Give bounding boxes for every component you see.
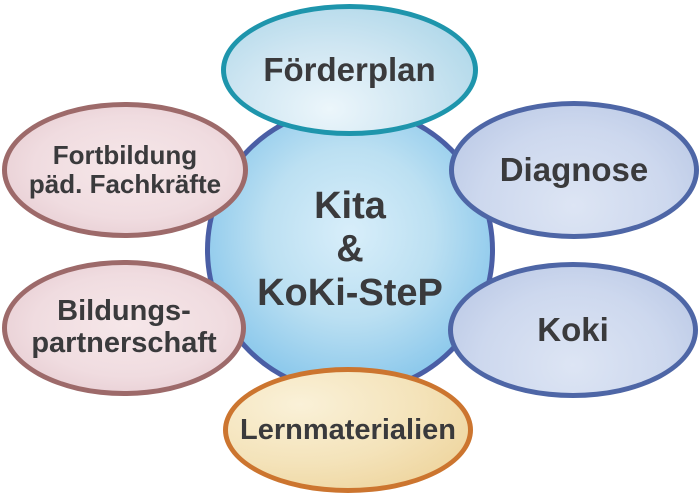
node-foerderplan: Förderplan	[221, 4, 478, 136]
node-lernmaterialien: Lernmaterialien	[223, 367, 473, 493]
node-bildungspartnerschaft: Bildungs- partnerschaft	[2, 260, 246, 396]
center-node-kita-koki-step: Kita & KoKi-SteP	[205, 105, 495, 395]
node-bildungspartnerschaft-label: Bildungs- partnerschaft	[31, 295, 217, 359]
node-diagnose-label: Diagnose	[499, 151, 649, 188]
node-fortbildung-paed-fachkraefte: Fortbildung päd. Fachkräfte	[2, 102, 248, 238]
center-node-label: Kita & KoKi-SteP	[257, 185, 443, 314]
node-lernmaterialien-label: Lernmaterialien	[240, 413, 456, 446]
node-foerderplan-label: Förderplan	[263, 51, 436, 88]
node-fortbildung-label: Fortbildung päd. Fachkräfte	[28, 140, 222, 199]
node-diagnose: Diagnose	[449, 101, 699, 239]
node-koki-label: Koki	[537, 311, 609, 348]
node-koki: Koki	[448, 262, 698, 398]
